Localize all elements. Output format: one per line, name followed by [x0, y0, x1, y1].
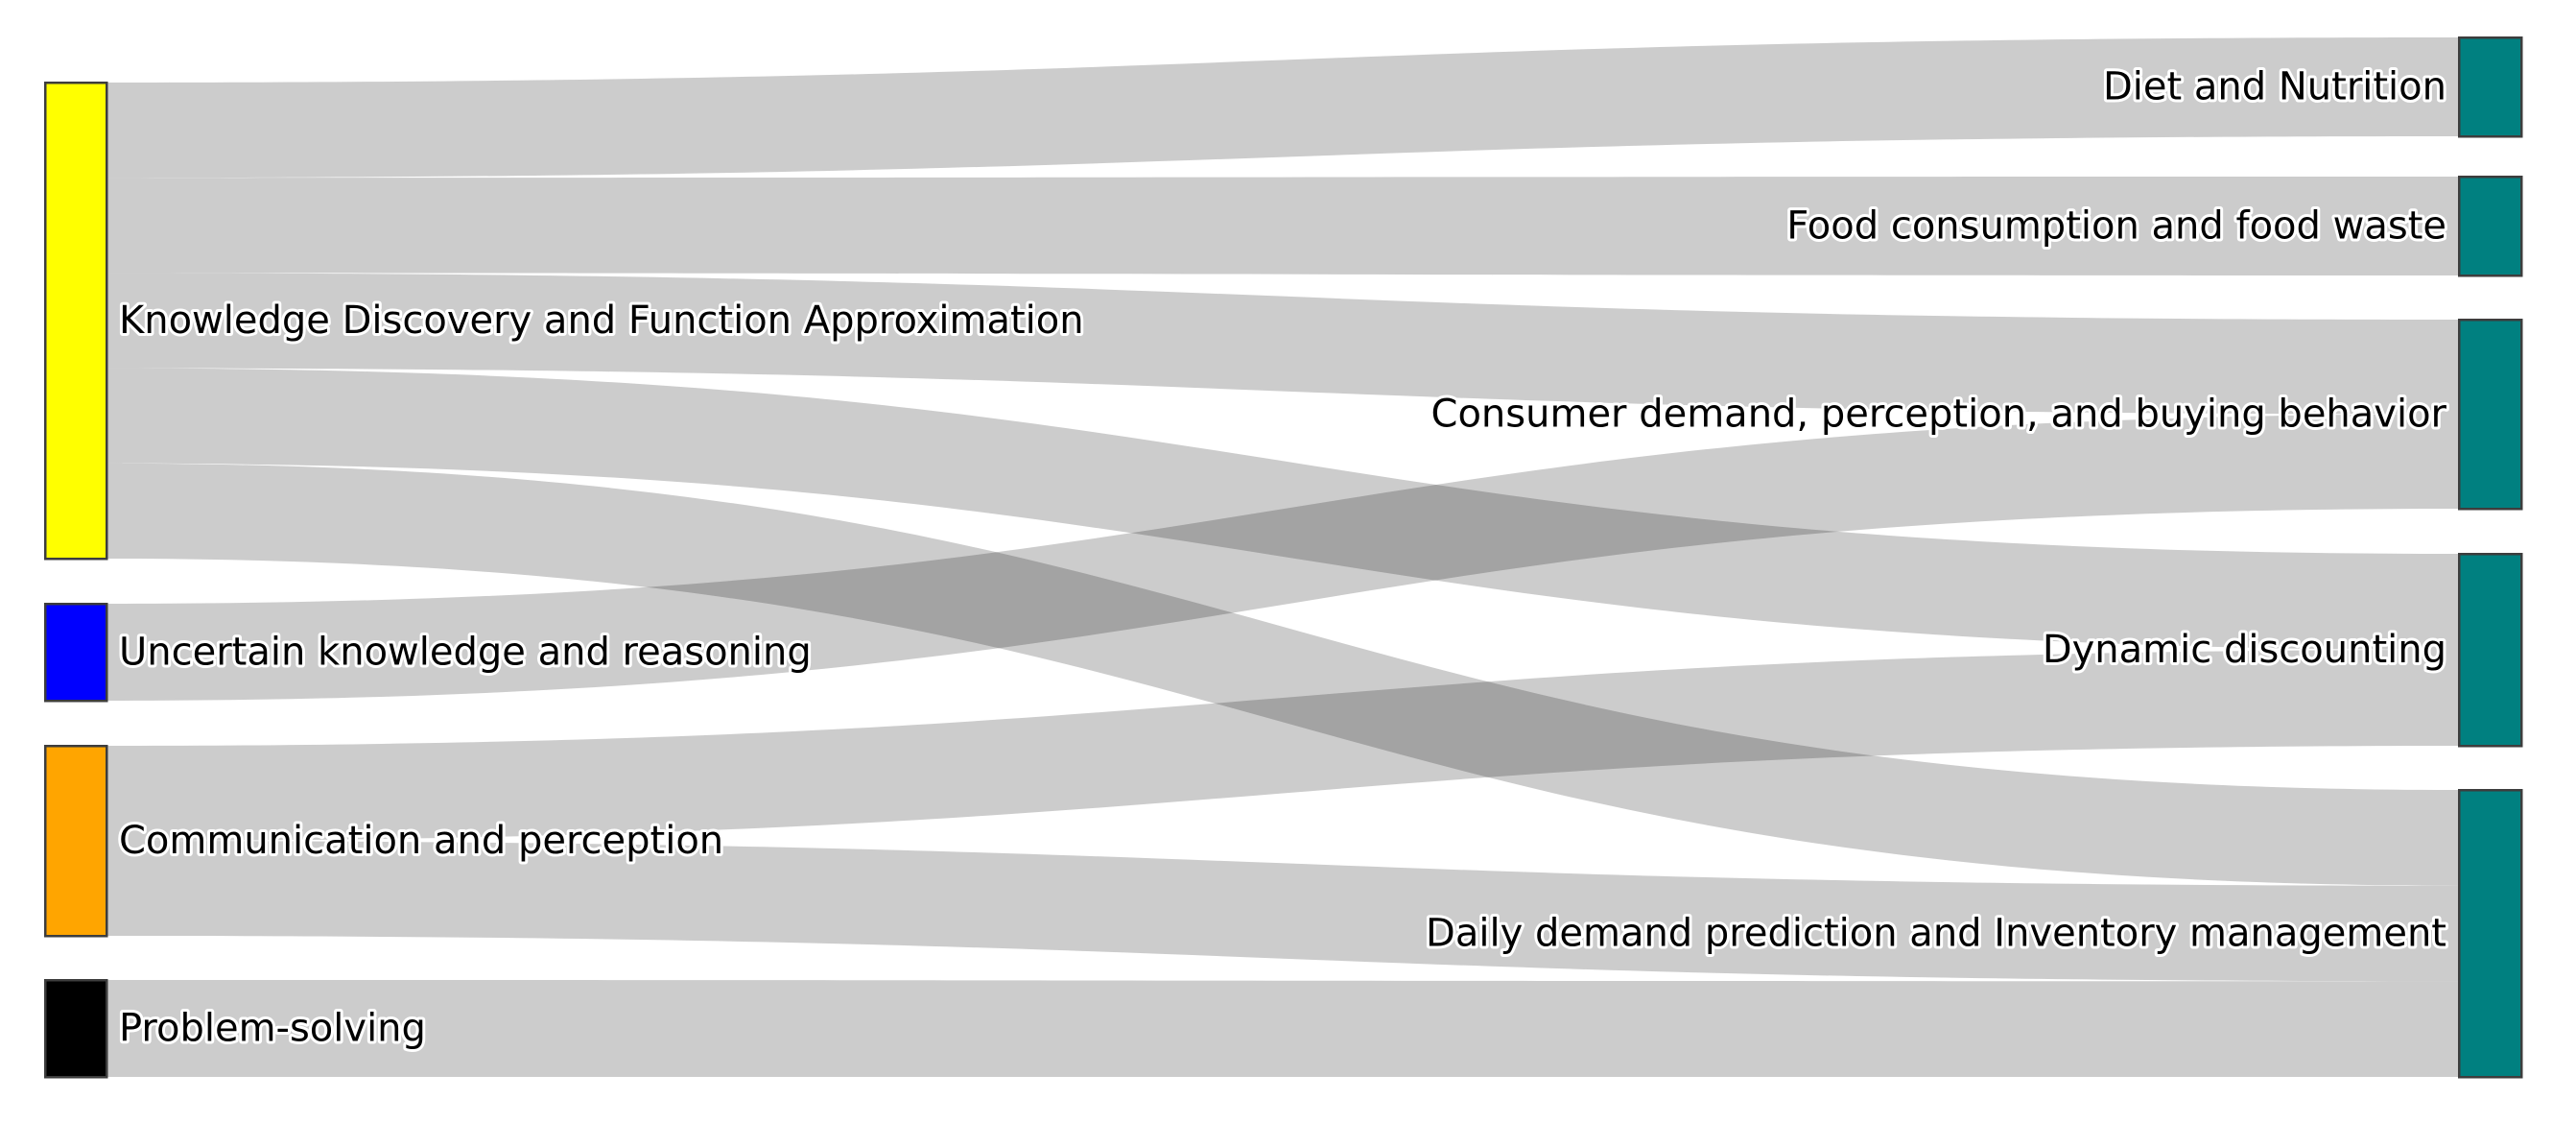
label-consumer: Consumer demand, perception, and buying …: [1431, 393, 2447, 437]
link-kdfa-food[interactable]: [106, 177, 2459, 275]
link-kdfa-daily[interactable]: [106, 463, 2459, 886]
node-problem[interactable]: [43, 978, 108, 1079]
label-food: Food consumption and food waste: [1786, 204, 2446, 249]
label-communication: Communication and perception: [119, 819, 723, 863]
label-daily: Daily demand prediction and Inventory ma…: [1426, 912, 2446, 956]
link-communication-daily[interactable]: [106, 841, 2459, 982]
label-diet: Diet and Nutrition: [2103, 65, 2446, 109]
node-uncertain[interactable]: [43, 602, 108, 703]
node-food[interactable]: [2457, 175, 2523, 277]
sankey-nodes: [43, 36, 2523, 1079]
sankey-node-labels: Knowledge Discovery and Function Approxi…: [116, 62, 2450, 1054]
link-uncertain-consumer[interactable]: [106, 414, 2459, 702]
link-kdfa-diet[interactable]: [106, 37, 2459, 179]
node-kdfa[interactable]: [43, 81, 108, 561]
node-diet[interactable]: [2457, 36, 2523, 138]
link-communication-dynamic[interactable]: [106, 650, 2459, 841]
link-kdfa-dynamic[interactable]: [106, 368, 2459, 650]
node-daily[interactable]: [2457, 788, 2523, 1079]
label-dynamic: Dynamic discounting: [2043, 628, 2446, 672]
link-problem-daily[interactable]: [106, 980, 2459, 1077]
label-uncertain: Uncertain knowledge and reasoning: [119, 631, 812, 675]
node-dynamic[interactable]: [2457, 552, 2523, 748]
label-kdfa: Knowledge Discovery and Function Approxi…: [119, 299, 1084, 343]
link-kdfa-consumer[interactable]: [106, 273, 2459, 415]
sankey-links: [106, 37, 2459, 1077]
label-problem: Problem-solving: [119, 1007, 426, 1051]
node-communication[interactable]: [43, 744, 108, 938]
node-consumer[interactable]: [2457, 318, 2523, 511]
